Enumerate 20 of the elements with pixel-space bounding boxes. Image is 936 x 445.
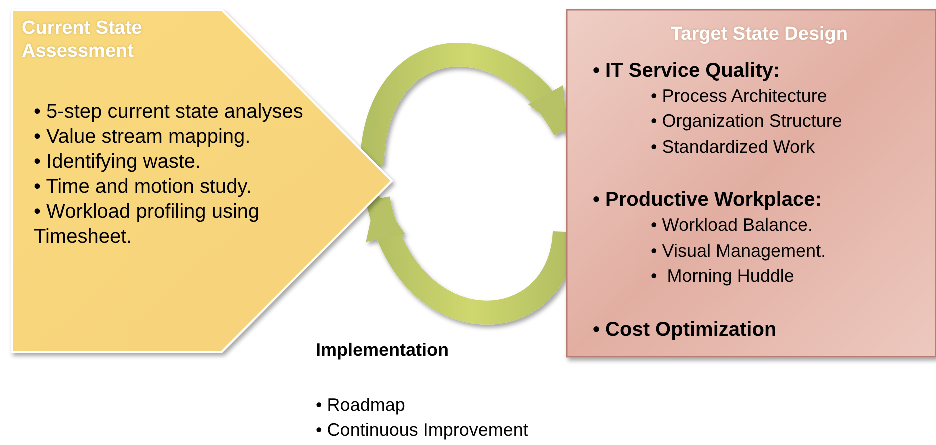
bullet-item: • Morning Huddle xyxy=(651,265,796,288)
bullet-item: • Time and motion study. xyxy=(34,174,253,200)
bullet-item: • Workload profiling using Timesheet. xyxy=(34,200,261,250)
bullet-heading: • Productive Workplace: xyxy=(593,188,823,214)
design-box xyxy=(567,10,936,357)
bullet-item: • 5-step current state analyses xyxy=(34,100,304,125)
box-heading: Current State Assessment xyxy=(22,18,144,64)
bullet-heading: • Cost Optimization xyxy=(593,318,778,343)
bullet-item: • Identifying waste. xyxy=(34,150,202,175)
box-heading: Target State Design xyxy=(670,24,850,47)
bullet-item: • Roadmap xyxy=(316,395,406,416)
bullet-item: • Workload Balance. xyxy=(651,214,814,238)
bullet-item: • Organization Structure xyxy=(651,110,844,134)
bullet-item: • Continuous Improvement xyxy=(316,420,528,441)
bullet-heading: • IT Service Quality: xyxy=(593,58,782,84)
bullet-item: • Value stream mapping. xyxy=(34,124,252,150)
bullet-item: • Process Architecture xyxy=(651,84,828,108)
bullet-item: • Standardized Work xyxy=(651,136,816,159)
bullet-item: • Visual Management. xyxy=(651,240,828,263)
section-heading: Implementation xyxy=(316,340,450,361)
